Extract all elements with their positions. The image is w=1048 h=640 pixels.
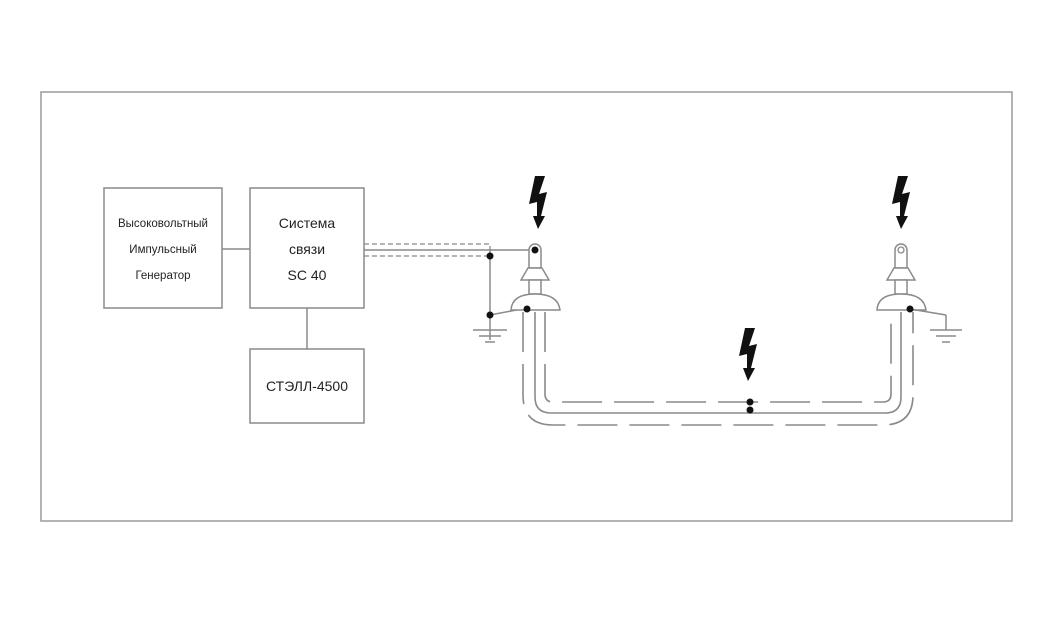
cable-outer-sheath: [522, 312, 914, 426]
fault-point-node-upper: [746, 398, 754, 406]
lightning-bolt-icon: [739, 328, 757, 381]
comm-system-label-line1: Система: [279, 215, 336, 231]
right-ground-symbol: [930, 329, 962, 343]
cable-core: [534, 312, 902, 414]
right-sheath-bond-wire: [909, 308, 947, 316]
fault-point-node-lower: [746, 406, 754, 414]
generator-label-line2: Импульсный: [129, 244, 196, 256]
left-terminal-node: [531, 246, 539, 254]
left-cable-termination: [510, 243, 561, 313]
left-insulator-lower-shed: [510, 293, 561, 311]
comm-system-label-line2: связи: [289, 241, 325, 257]
generator-box: [103, 187, 223, 309]
shield-junction-node: [486, 252, 494, 260]
lightning-bolt-icon: [892, 176, 910, 229]
locator-block: СТЭЛЛ-4500: [249, 348, 365, 424]
cable-inner-sheath: [544, 312, 892, 403]
locator-label: СТЭЛЛ-4500: [266, 378, 348, 394]
coax-shield-top: [364, 243, 491, 250]
left-sheath-node: [523, 305, 531, 313]
generator-block: Высоковольтный Импульсный Генератор: [103, 187, 223, 309]
comm-system-label-line3: SC 40: [288, 267, 327, 283]
left-ground-symbol: [473, 329, 507, 343]
right-sheath-node: [906, 305, 914, 313]
lightning-bolt-icon: [529, 176, 547, 229]
right-cable-termination: [876, 243, 947, 330]
right-terminal-eye: [897, 246, 905, 254]
locator-box: [249, 348, 365, 424]
cable-run: [522, 312, 914, 426]
right-insulator-lower-shed: [876, 293, 927, 311]
ground-junction-node: [486, 311, 494, 319]
output-coax: [364, 243, 535, 340]
generator-label-line3: Генератор: [135, 270, 190, 282]
comm-system-block: Система связи SC 40: [249, 187, 365, 309]
generator-label-line1: Высоковольтный: [118, 218, 208, 230]
